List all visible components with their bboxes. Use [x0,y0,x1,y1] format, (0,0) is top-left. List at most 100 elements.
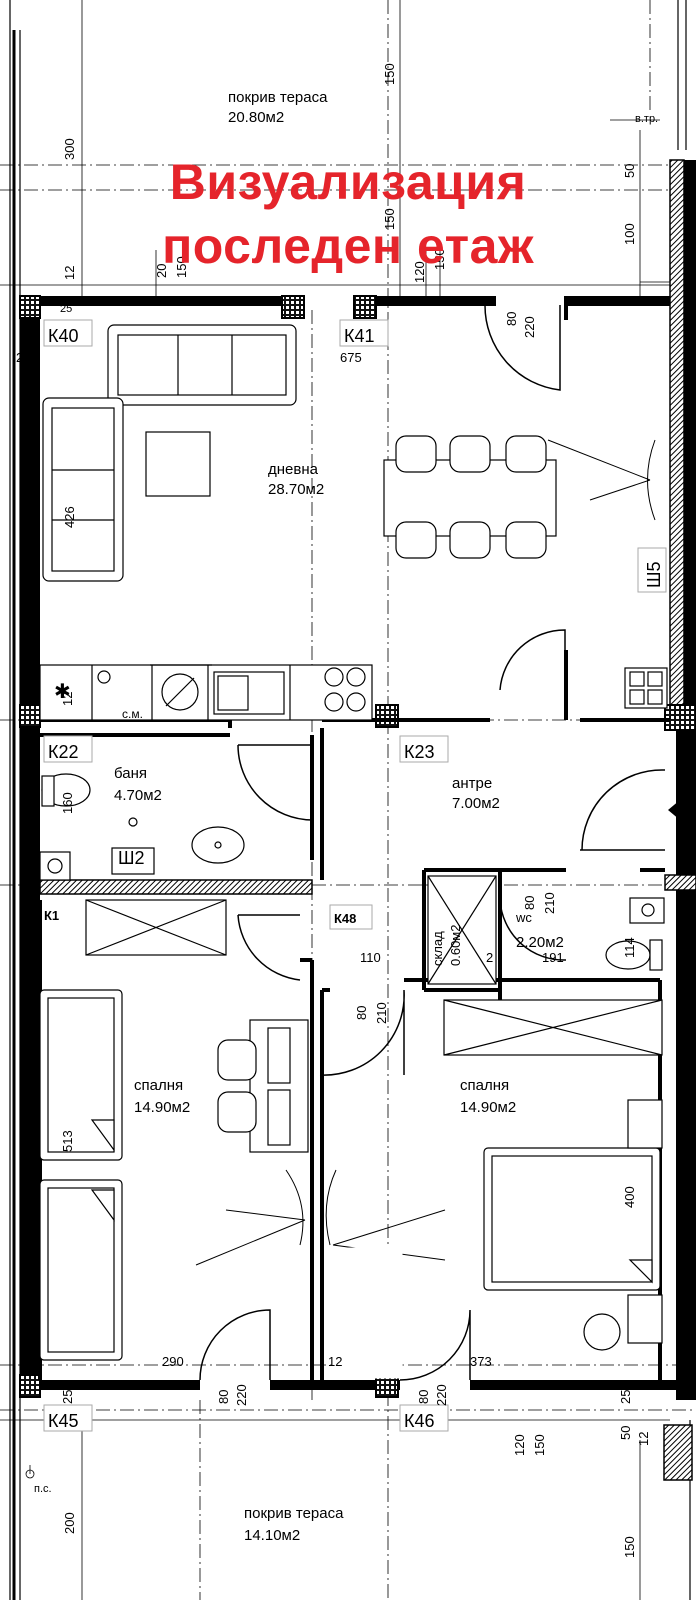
dim-513: 513 [60,1130,75,1152]
dim-25d: 25 [60,1390,75,1404]
dim-300: 300 [62,138,77,160]
bed-right-area: 14.90м2 [460,1099,516,1116]
roof-top-area: 20.80м2 [228,109,284,126]
dim-12d: 12 [636,1432,651,1446]
sofa-top [107,324,297,406]
dim-120b: 120 [512,1434,527,1456]
dim-191: 191 [542,950,564,965]
top-dimensions [0,0,696,301]
closet-name: склад [430,931,445,966]
closet-area: 0.60м2 [448,925,463,966]
dim-200: 200 [62,1512,77,1534]
living-name: дневна [268,461,319,478]
dim-2: 2 [486,950,493,965]
bath-area: 4.70м2 [114,787,162,804]
tag-w5: Ш5 [644,561,664,588]
door2-height: 220 [234,1384,249,1406]
wc-area: 2.20м2 [516,934,564,951]
roof-top-name: покрив тераса [228,89,328,106]
beds-left [39,989,123,1361]
dim-675: 675 [340,350,362,365]
bed-right [483,1099,663,1351]
dim-25c: 25 [676,1354,690,1369]
wc-fixtures [605,897,665,971]
dim-20: 20 [154,264,169,278]
right-bedroom-door-gap [331,1247,403,1379]
wardrobes [85,875,663,1056]
bath-fixtures [39,773,245,881]
door3-width: 80 [416,1390,431,1404]
bottom-terrace-lines [0,1419,693,1600]
dim-12b: 12 [60,692,75,706]
title-line-1: Визуализация [169,154,527,210]
entry-arrow-icon [668,800,680,820]
wc-name: wc [515,910,532,925]
dim-25a: 25 [60,303,72,315]
dim-150e: 150 [532,1434,547,1456]
desk-left [217,1019,309,1153]
wc-door-width: 80 [522,896,537,910]
door3-height: 220 [434,1384,449,1406]
note-vtr: в.тр. [635,113,658,125]
hatched-wall-bath [39,879,313,895]
radiator-right [624,667,668,709]
dim-25b: 25 [16,350,30,365]
tag-w2: Ш2 [118,848,145,868]
tag-k40: К40 [48,326,79,346]
dim-290: 290 [162,1354,184,1369]
dim-400: 400 [622,1186,637,1208]
tag-k41: К41 [344,326,375,346]
door1-width: 80 [504,312,519,326]
kitchen-counter [39,664,373,721]
bed-left-area: 14.90м2 [134,1099,190,1116]
dim-25e: 25 [618,1390,633,1404]
dim-426: 426 [62,506,77,528]
dim-150c: 150 [174,256,189,278]
dining-set [383,435,557,559]
dim-150b: 150 [382,208,397,230]
hall-name: антре [452,775,492,792]
door1-height: 220 [522,316,537,338]
bed-door-width: 80 [354,1006,369,1020]
tag-k22: К22 [48,742,79,762]
doors [199,304,666,1381]
hatched-wall-wc [664,874,696,891]
dim-120a: 120 [412,261,427,283]
tag-k48: К48 [334,911,356,926]
hall-area: 7.00м2 [452,795,500,812]
dim-110: 110 [360,950,381,965]
dim-12c: 12 [328,1354,342,1369]
window-swing-living [547,439,656,521]
dim-50b: 50 [618,1426,633,1440]
sofa-left [42,397,124,582]
dim-12a: 12 [62,266,77,280]
note-cm: с.м. [122,707,143,721]
dim-150a: 150 [382,63,397,85]
roof-bottom-area: 14.10м2 [244,1527,300,1544]
tag-k45: К45 [48,1411,79,1431]
living-area: 28.70м2 [268,481,324,498]
dim-100: 100 [622,223,637,245]
note-ps: п.с. [34,1483,52,1495]
dim-160: 160 [60,792,75,814]
dim-150f: 150 [622,1536,637,1558]
label-tag-boxes [43,319,667,1432]
coffee-table [145,431,211,497]
bed-door-height: 210 [374,1002,389,1024]
bath-name: баня [114,765,147,782]
title-line-2: последен етаж [162,218,534,274]
dim-150d: 150 [432,248,447,270]
note-star: ✱ [54,681,71,703]
dim-50a: 50 [622,164,637,178]
dim-373: 373 [470,1354,492,1369]
bed-right-name: спалня [460,1077,509,1094]
roof-bottom-name: покрив тераса [244,1505,344,1522]
tag-k1: К1 [44,908,59,923]
door2-width: 80 [216,1390,231,1404]
bed-left-name: спалня [134,1077,183,1094]
dim-114: 114 [622,937,637,958]
tag-k46: К46 [404,1411,435,1431]
wc-door-height: 210 [542,892,557,914]
tag-k23: К23 [404,742,435,762]
